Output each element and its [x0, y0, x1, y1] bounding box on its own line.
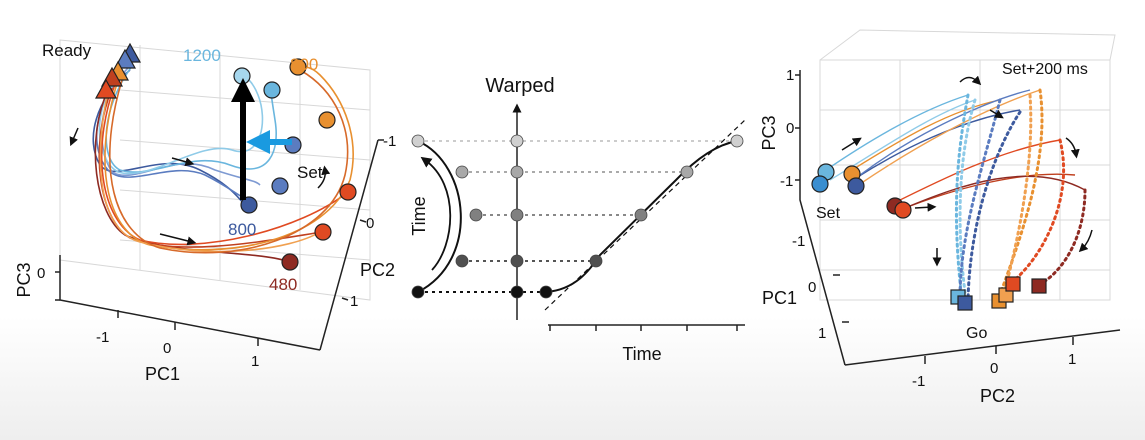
set-circle-800-bottom	[240, 196, 258, 214]
warped-title: Warped	[485, 75, 554, 97]
interval-1200-label: 1200	[183, 46, 221, 65]
right-pc2-tick-0: 0	[990, 360, 998, 377]
right-go-squares	[950, 276, 1047, 311]
set-circle-800a	[289, 58, 307, 76]
right-dotted-trajectories	[954, 88, 1087, 302]
right-pc1-tick-0: 0	[808, 279, 816, 296]
middle-y-label: Time	[409, 196, 429, 235]
right-panel: Set+200 ms Set Go PC3 1 0 -1 PC1 -1 0 1 …	[759, 29, 1121, 406]
direction-arrow-1	[69, 127, 79, 147]
ready-triangles	[94, 42, 142, 99]
right-axes	[795, 70, 1121, 366]
middle-dotted-lines	[418, 140, 737, 293]
middle-dots	[411, 134, 744, 299]
direction-arrow-4	[317, 165, 331, 189]
right-set-circles	[811, 163, 912, 219]
set-circle-red-a	[339, 183, 357, 201]
left-pc2-tick-1: 1	[350, 293, 358, 310]
right-set-label: Set	[816, 205, 841, 222]
interval-800-top-label: 800	[290, 55, 318, 74]
right-pc3-axis-label: PC3	[759, 115, 779, 150]
interval-800-bottom-label: 800	[228, 220, 256, 239]
ready-label: Ready	[42, 41, 92, 60]
left-vector-arrows	[231, 78, 292, 200]
left-pc3-tick-0: 0	[37, 265, 45, 282]
middle-x-label: Time	[622, 344, 661, 364]
left-pc3-axis-label: PC3	[14, 262, 34, 297]
right-pc1-tick-1: 1	[818, 325, 826, 342]
left-axes	[55, 139, 384, 351]
set-circle-red-b	[314, 223, 332, 241]
left-direction-arrows	[69, 127, 331, 246]
right-direction-arrows	[841, 75, 1093, 267]
left-red-trajectories	[94, 65, 354, 263]
set-label: Set	[297, 163, 323, 182]
set-circle-1200a	[233, 67, 251, 85]
left-pc2-axis-label: PC2	[360, 260, 395, 280]
left-pc2-tick-0: 0	[366, 215, 374, 232]
right-pc3-tick-1: 1	[786, 67, 794, 84]
left-pc1-axis-label: PC1	[145, 364, 180, 384]
time-curved-arrow	[420, 156, 452, 271]
set-circle-blue-low	[271, 177, 289, 195]
right-pc2-axis-label: PC2	[980, 386, 1015, 406]
set-circle-800b	[318, 111, 336, 129]
middle-x-ticks	[549, 325, 738, 331]
right-pc2-tick-neg1: -1	[912, 373, 925, 390]
left-pc1-tick-1: 1	[251, 353, 259, 370]
right-pc3-tick-0: 0	[786, 120, 794, 137]
left-pc1-tick-neg1: -1	[96, 329, 109, 346]
right-pc1-tick-neg1: -1	[792, 233, 805, 250]
left-set-circles	[233, 58, 357, 271]
go-label: Go	[966, 325, 987, 342]
set200-label: Set+200 ms	[1002, 61, 1088, 78]
left-pc2-tick-neg1: -1	[383, 133, 396, 150]
right-pc1-axis-label: PC1	[762, 288, 797, 308]
set-circle-480	[281, 253, 299, 271]
warp-arc	[417, 140, 462, 293]
set-circle-1200b	[263, 81, 281, 99]
left-pc1-tick-0: 0	[163, 340, 171, 357]
interval-480-label: 480	[269, 275, 297, 294]
ready-triangle-5	[94, 78, 118, 99]
right-pc3-tick-neg1: -1	[780, 173, 793, 190]
right-pc2-tick-1: 1	[1068, 351, 1076, 368]
direction-arrow-2	[171, 157, 195, 167]
left-panel: Ready 1200 800 Set 800 480 PC3 0 -1 0 1 …	[14, 39, 396, 384]
direction-arrow-3	[159, 233, 197, 246]
middle-panel: Warped Time Time	[409, 75, 746, 364]
ready-triangle-2	[113, 48, 137, 69]
